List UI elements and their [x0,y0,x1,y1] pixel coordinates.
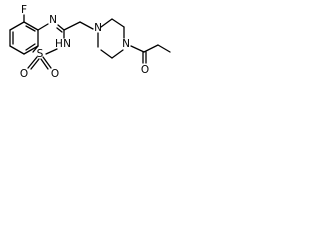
bond [9,21,25,31]
atom-label-sulfur: S [37,48,44,60]
bond [100,49,113,59]
double-bond-inner [56,27,63,33]
bond [100,18,113,28]
atom-label-nh-hydrogen: H [55,38,63,50]
bond [45,48,58,55]
thiadiazine-ring [32,23,65,55]
bond [37,23,49,31]
propanoyl-group [130,44,171,64]
bond-s-o-right [42,56,52,69]
bond [23,21,39,31]
benzene-ring [9,21,39,55]
atom-labels: F N H N S O O N N O [20,4,149,80]
molecule-structure: F N H N S O O N N O [9,4,171,80]
bond-s-o-left-2 [30,58,40,70]
bond-ch2 [63,21,81,31]
bond-ch2-n [79,21,94,30]
bond [9,45,25,55]
bond [23,45,39,55]
bond [143,44,159,53]
double-bond-inner [25,25,36,32]
atom-label-piperazine-n1: N [94,22,102,34]
bond [111,18,125,28]
bond [57,24,65,31]
bond [157,44,171,53]
double-bond-inner [25,43,36,51]
bond-s-o-right-2 [40,58,49,70]
atom-label-oxygen-right: O [51,68,59,80]
atom-label-carbonyl-oxygen: O [141,64,149,76]
atom-label-fluorine: F [21,4,27,16]
bond [130,45,145,53]
atom-label-nh-nitrogen: N [63,38,71,50]
bond [32,45,39,53]
atom-label-piperazine-n4: N [122,38,130,50]
bond [111,49,124,59]
atom-label-oxygen-left: O [20,68,28,80]
piperazine-ring [97,18,125,59]
bond-s-o-left [27,56,38,69]
atom-label-ring-nitrogen: N [49,14,57,26]
